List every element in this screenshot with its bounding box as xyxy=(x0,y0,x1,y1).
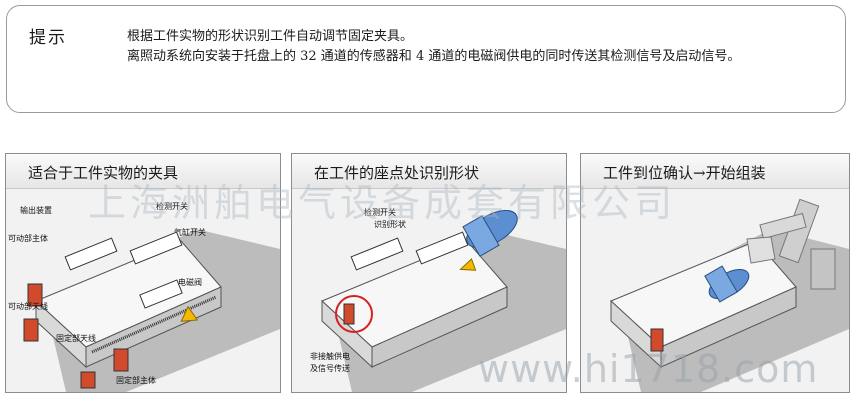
hint-title: 提示 xyxy=(29,28,67,48)
workpiece xyxy=(462,209,518,257)
assembly-illustration xyxy=(610,198,849,392)
pallet-side-front xyxy=(660,286,797,368)
label-air-cylinder: 气缸开关 xyxy=(174,227,206,237)
panel-assembly: 工件到位确认→开始组装 xyxy=(580,153,850,393)
clamp-2 xyxy=(129,231,183,265)
panel-title: 在工件的座点处识别形状 xyxy=(314,164,480,182)
rail xyxy=(91,295,217,354)
label-movable-main: 可动部主体 xyxy=(8,233,48,243)
robot-arm xyxy=(746,198,836,290)
clamp-1 xyxy=(350,237,404,271)
pallet-side-front xyxy=(85,286,222,368)
recognition-illustration: 检测开关 识别形状 非接触供电 及信号传送 xyxy=(310,207,566,392)
label-output-device: 输出装置 xyxy=(20,205,52,215)
clamp-3 xyxy=(139,279,183,309)
label-detect-switch: 检测开关 xyxy=(364,207,396,217)
fixture-illustration: 输出装置 检测开关 气缸开关 可动部主体 可动部天线 电磁阀 固定部天线 固定部… xyxy=(8,201,280,392)
label-contactless: 非接触供电 xyxy=(310,351,350,361)
direction-arrow xyxy=(180,305,199,322)
label-detect-switch: 检测开关 xyxy=(156,201,188,211)
panel-illustration xyxy=(581,189,849,392)
label-fixed-main: 固定部主体 xyxy=(116,375,156,385)
panel-title: 适合于工件实物的夹具 xyxy=(28,164,179,182)
label-shape-recog: 识别形状 xyxy=(374,219,406,229)
hint-line-1: 根据工件实物的形状识别工件自动调节固定夹具。 xyxy=(127,29,414,44)
fixed-antenna-module xyxy=(80,371,96,389)
module xyxy=(650,328,664,352)
panel-title: 工件到位确认→开始组装 xyxy=(603,164,766,182)
pallet-side-front xyxy=(371,286,508,368)
contactless-module xyxy=(343,303,355,325)
label-signal: 及信号传送 xyxy=(310,363,350,373)
direction-arrow xyxy=(459,258,477,271)
hint-box: 提示 根据工件实物的形状识别工件自动调节固定夹具。 离照动系统向安装于托盘上的 … xyxy=(6,5,846,113)
movable-module xyxy=(23,318,39,342)
contactless-highlight xyxy=(335,295,373,333)
panel-header: 适合于工件实物的夹具 xyxy=(6,154,280,189)
label-movable-cable: 可动部天线 xyxy=(8,301,48,311)
panel-illustration: 检测开关 识别形状 非接触供电 及信号传送 xyxy=(292,189,566,392)
panel-fixture: 适合于工件实物的夹具 输出装置 检测开关 气缸开关 可动部主体 可动部天线 电磁… xyxy=(5,153,281,393)
panel-recognition: 在工件的座点处识别形状 检测开关 识别形状 非接触供电 及信号传送 xyxy=(291,153,567,393)
hint-line-2: 离照动系统向安装于托盘上的 32 通道的传感器和 4 通道的电磁阀供电的同时传送… xyxy=(127,49,741,64)
label-solenoid: 电磁阀 xyxy=(178,277,202,287)
label-fixed-cable: 固定部天线 xyxy=(56,333,96,343)
panel-header: 工件到位确认→开始组装 xyxy=(581,154,849,189)
panel-illustration: 输出装置 检测开关 气缸开关 可动部主体 可动部天线 电磁阀 固定部天线 固定部… xyxy=(6,189,280,392)
output-module xyxy=(27,283,43,307)
fixed-main-module xyxy=(113,348,129,372)
clamp-2 xyxy=(415,231,469,265)
clamp-1 xyxy=(64,237,118,271)
panel-header: 在工件的座点处识别形状 xyxy=(292,154,566,189)
workpiece xyxy=(704,265,750,303)
